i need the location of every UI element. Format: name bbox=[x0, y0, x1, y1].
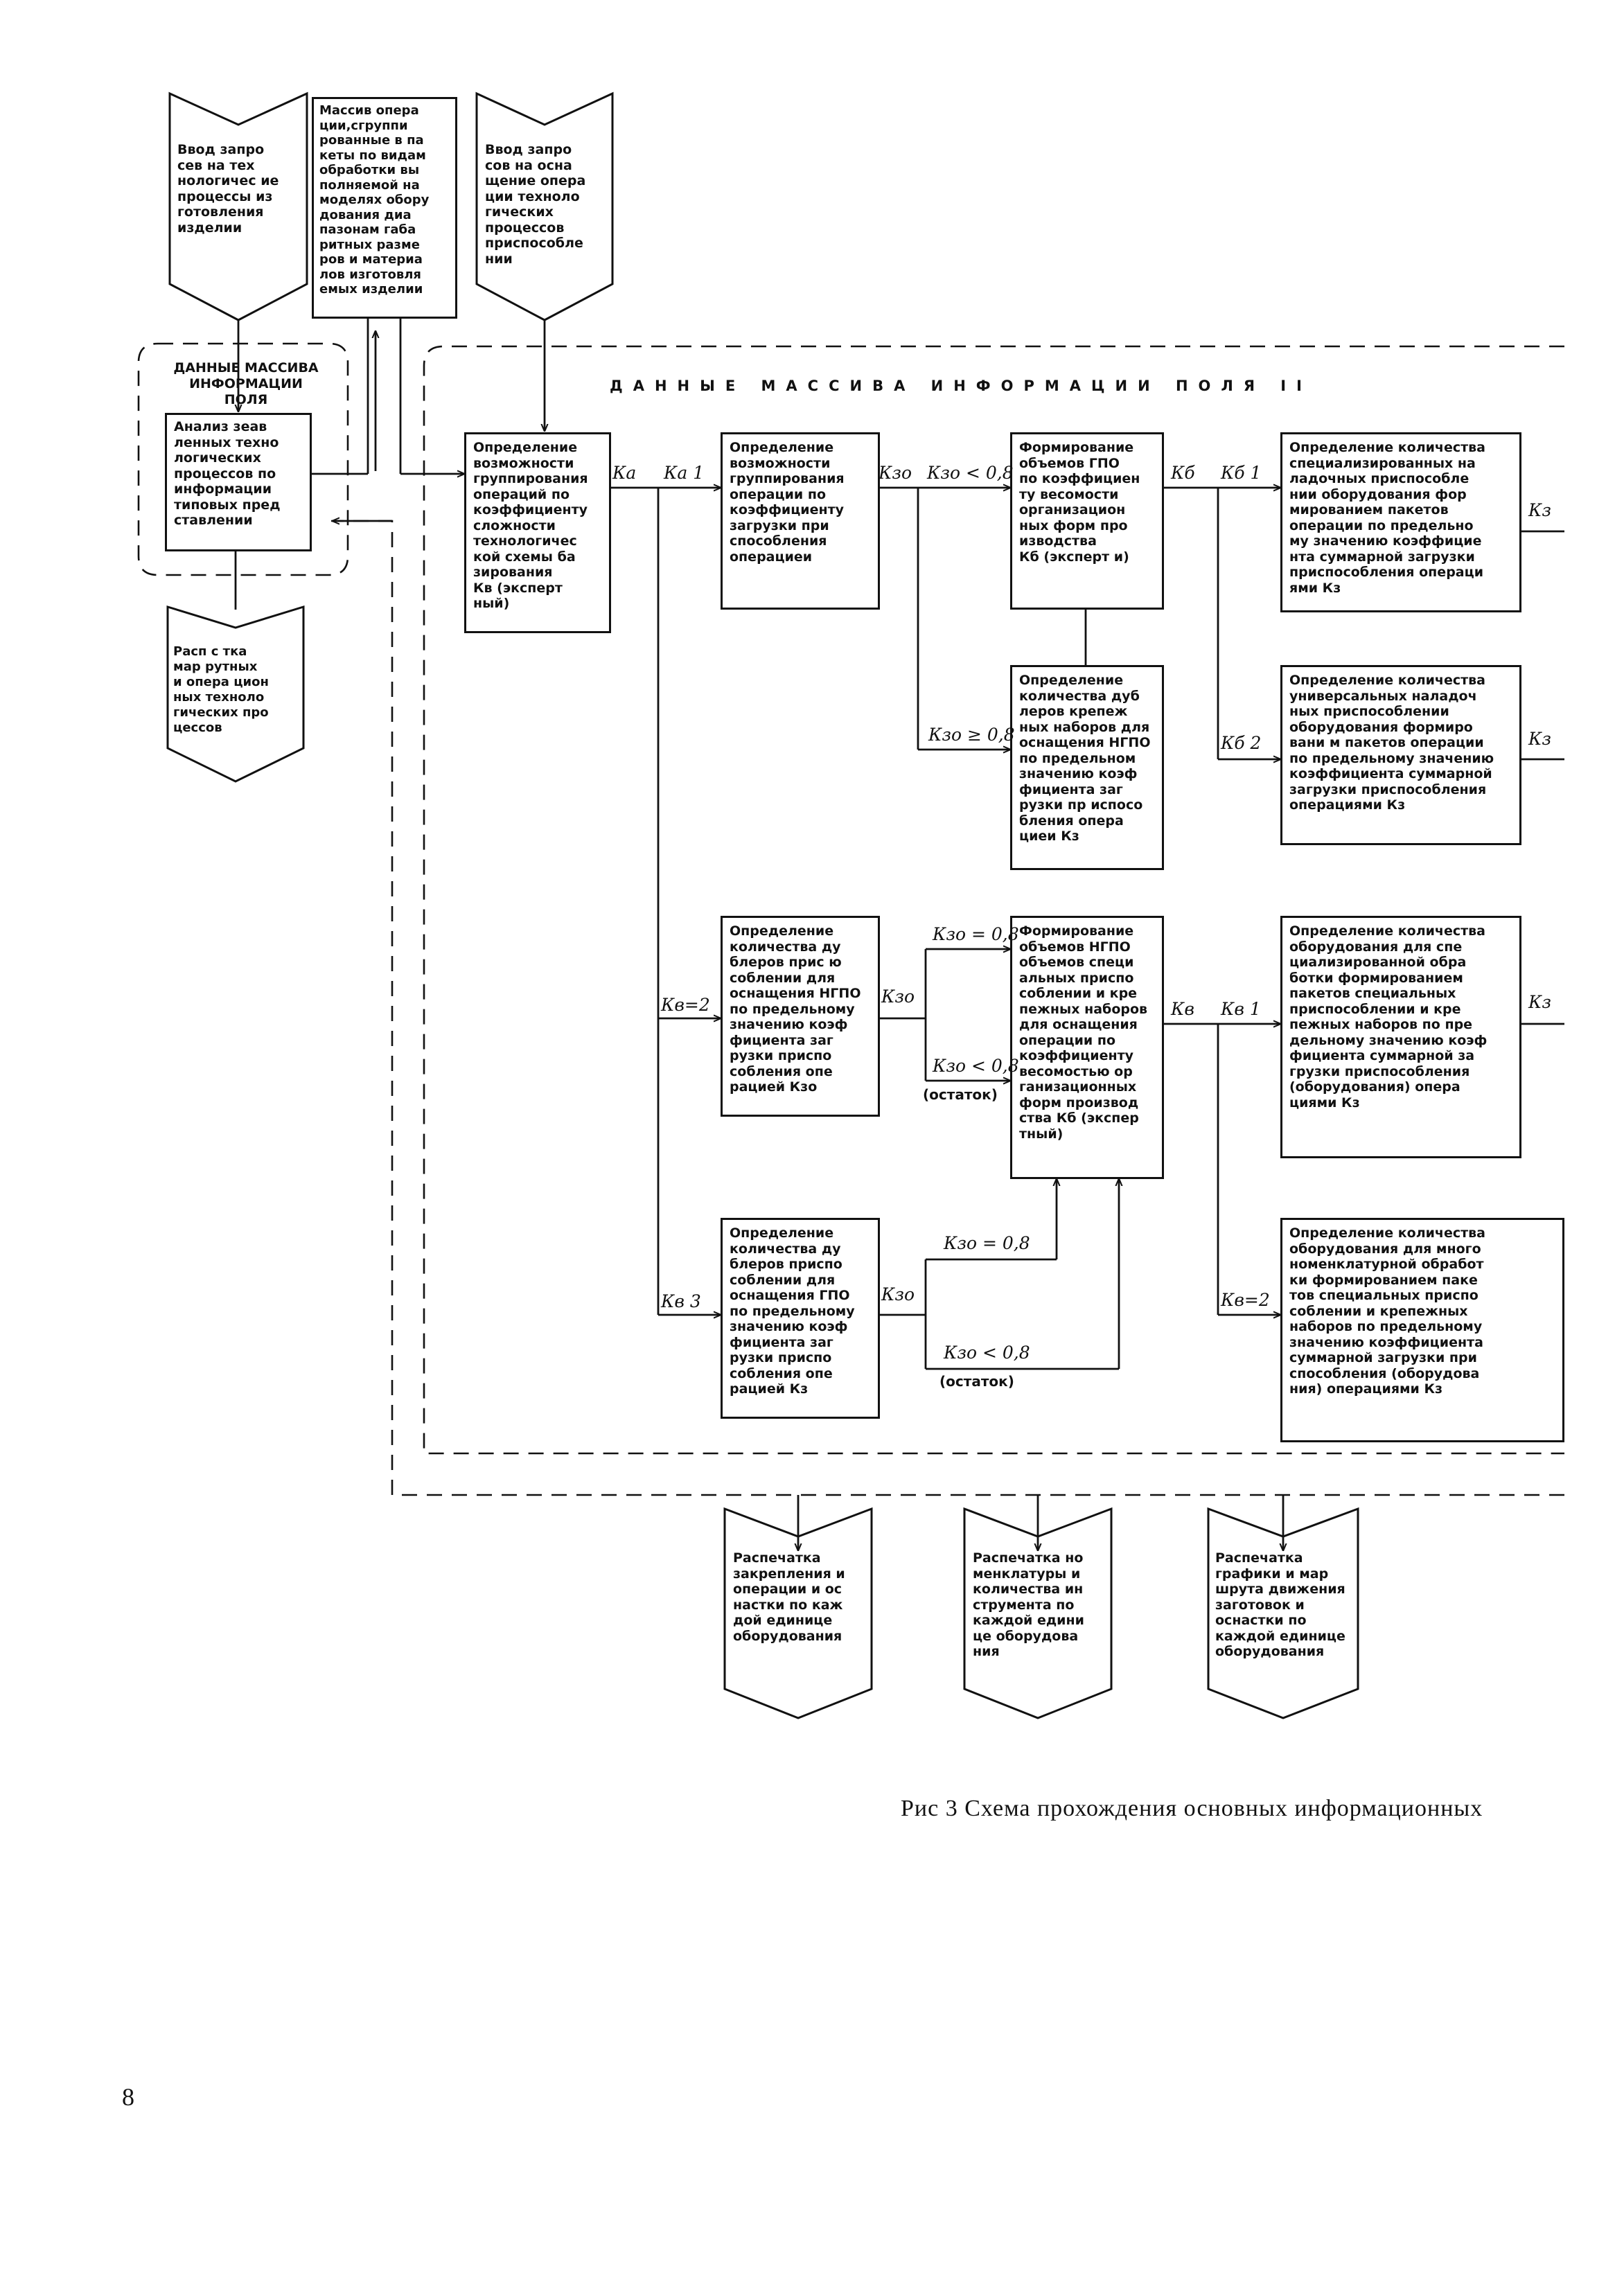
label-ka: Ка bbox=[612, 463, 637, 483]
box-duplicates-ngpo: Определение количества ду блеров прис ю … bbox=[721, 916, 880, 1117]
input-tech-text: Ввод запро сев на тех нологичес ие проце… bbox=[177, 142, 279, 236]
box-gpo-volumes: Формирование объемов ГПО по коэффициен т… bbox=[1010, 432, 1164, 610]
output1-text: Распечатка закрепления и операции и ос н… bbox=[733, 1550, 845, 1644]
label-ostatok-2: (остаток) bbox=[939, 1373, 1014, 1390]
box-universal-fixtures: Определение количества универсальных нал… bbox=[1280, 665, 1521, 845]
label-kzo-c-lt: Кзо < 0,8 bbox=[944, 1343, 1030, 1363]
label-kzo-lt: Кзо < 0,8 bbox=[927, 463, 1014, 483]
box-multi-nomenclature: Определение количества оборудования для … bbox=[1280, 1218, 1564, 1442]
box-duplicates-sets: Определение количества дуб леров крепеж … bbox=[1010, 665, 1164, 870]
box-duplicates-gpo: Определение количества ду блеров приспо … bbox=[721, 1218, 880, 1419]
output2-text: Распечатка но менклатуры и количества ин… bbox=[973, 1550, 1084, 1659]
analysis-box: Анализ зеав ленных техно логических проц… bbox=[165, 413, 312, 551]
print-routes-shape bbox=[166, 605, 305, 783]
input-tech-shape bbox=[168, 91, 308, 321]
field1-title: ДАННЫЕ МАССИВА ИНФОРМАЦИИ ПОЛЯ bbox=[173, 360, 319, 407]
box-ngpo-volumes: Формирование объемов НГПО объемов специ … bbox=[1010, 916, 1164, 1179]
label-kzo-ge: Кзо ≥ 0,8 bbox=[928, 725, 1015, 745]
input-array-box: Массив опера ции,сгруппи рованные в па к… bbox=[312, 97, 457, 319]
label-kb-b-1: Кв 1 bbox=[1221, 999, 1261, 1019]
label-kb-1: Кб 1 bbox=[1221, 463, 1262, 483]
label-ka-1: Ка 1 bbox=[664, 463, 705, 483]
label-ka-3: Кв 3 bbox=[661, 1291, 701, 1311]
label-kz-1: Кз bbox=[1528, 500, 1551, 520]
label-ostatok-1: (остаток) bbox=[923, 1086, 998, 1103]
print-routes-text: Расп с тка мар рутных и опера цион ных т… bbox=[173, 644, 269, 735]
label-kz-3: Кз bbox=[1528, 992, 1551, 1012]
box-specialized-fixtures: Определение количества специализированны… bbox=[1280, 432, 1521, 612]
box-grouping-complexity: Определение возможности группирования оп… bbox=[464, 432, 611, 633]
label-ka-2: Кв=2 bbox=[661, 995, 710, 1015]
label-kzo-b-eq: Кзо = 0,8 bbox=[933, 924, 1019, 944]
label-kb-a: Кб bbox=[1171, 463, 1195, 483]
label-kb-b: Кв bbox=[1171, 999, 1194, 1019]
page-number: 8 bbox=[122, 2083, 134, 2111]
field2-title: ДАННЫЕ МАССИВА ИНФОРМАЦИИ ПОЛЯ II bbox=[610, 378, 1312, 394]
figure-caption: Рис 3 Схема прохождения основных информа… bbox=[901, 1796, 1483, 1821]
input-fixtures-shape bbox=[475, 91, 614, 321]
box-specialized-equipment: Определение количества оборудования для … bbox=[1280, 916, 1521, 1158]
label-kb-2: Кб 2 bbox=[1221, 733, 1262, 753]
field1-boundary bbox=[137, 342, 349, 576]
output3-text: Распечатка графики и мар шрута движения … bbox=[1215, 1550, 1345, 1659]
label-kb-c-2: Кв=2 bbox=[1221, 1290, 1270, 1310]
input-fixtures-text: Ввод запро сов на осна щение опера ции т… bbox=[485, 142, 586, 267]
label-kzo-c: Кзо bbox=[881, 1284, 915, 1304]
label-kzo-b: Кзо bbox=[881, 986, 915, 1007]
label-kz-2: Кз bbox=[1528, 729, 1551, 749]
box-grouping-load: Определение возможности группирования оп… bbox=[721, 432, 880, 610]
label-kzo-c-eq: Кзо = 0,8 bbox=[944, 1233, 1030, 1253]
label-kzo-b-lt: Кзо < 0,8 bbox=[933, 1056, 1019, 1076]
label-kzo-a: Кзо bbox=[879, 463, 912, 483]
field2-boundary bbox=[423, 345, 1564, 1455]
